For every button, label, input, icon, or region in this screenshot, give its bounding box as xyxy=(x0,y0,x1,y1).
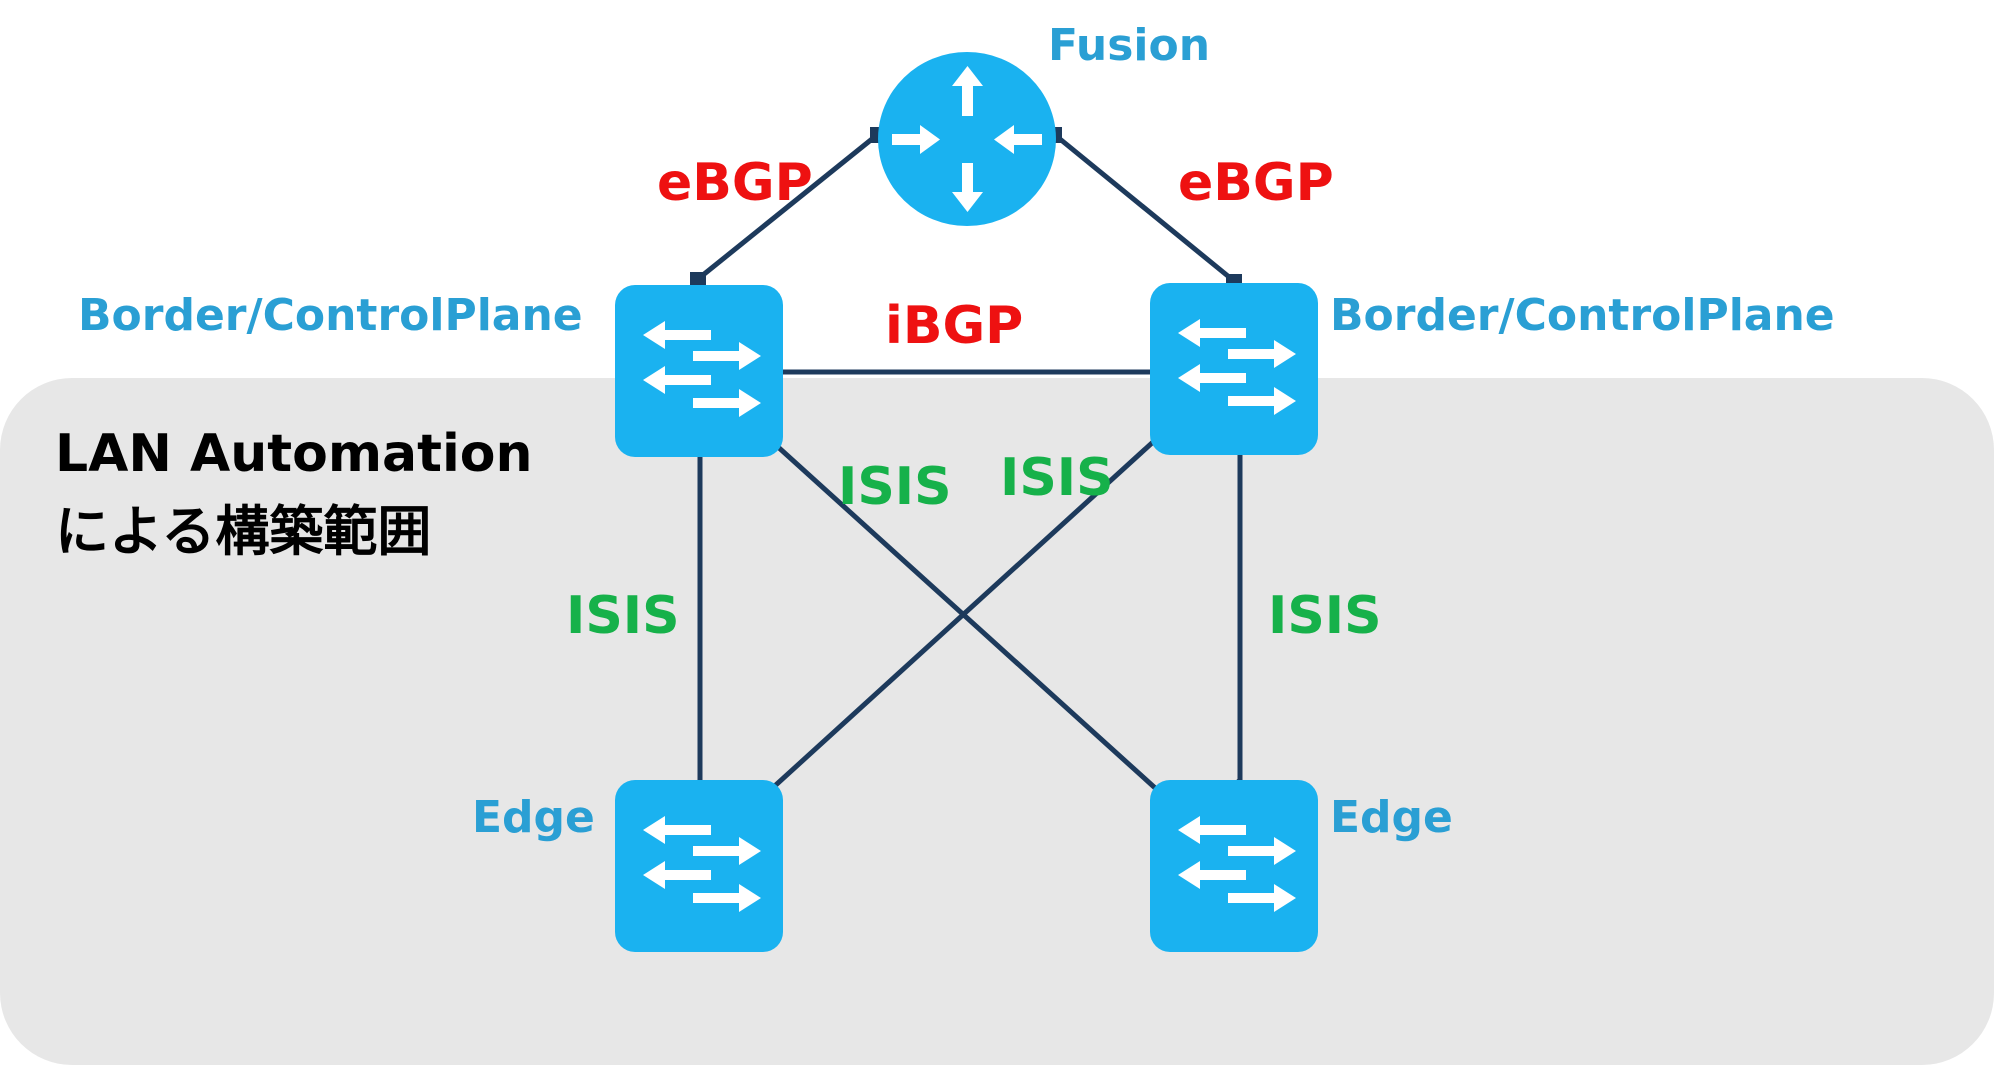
border-right-switch[interactable] xyxy=(1150,283,1318,455)
link-isis-cross-a xyxy=(765,435,1166,798)
layer3-switch-icon xyxy=(643,321,761,417)
ibgp-label: iBGP xyxy=(885,296,1024,356)
ebgp-left-label: eBGP xyxy=(657,153,813,213)
edge-left-label: Edge xyxy=(472,792,595,843)
link-isis-cross-b xyxy=(765,430,1166,795)
ebgp-right-label: eBGP xyxy=(1178,153,1334,213)
edge-right-label: Edge xyxy=(1330,792,1453,843)
border-right-label: Border/ControlPlane xyxy=(1330,290,1835,341)
link-ebgp-right xyxy=(1053,133,1236,283)
scope-title-line2: による構築範囲 xyxy=(55,500,432,563)
isis-cross-right-label: ISIS xyxy=(1000,448,1114,508)
edge-right-switch[interactable] xyxy=(1150,780,1318,952)
fusion-router[interactable] xyxy=(878,52,1056,226)
lan-automation-scope-area xyxy=(0,378,1994,1065)
edge-left-switch[interactable] xyxy=(615,780,783,952)
scope-title-line1: LAN Automation xyxy=(55,424,533,484)
link-ebgp-left xyxy=(696,133,879,281)
fusion-label: Fusion xyxy=(1048,20,1211,71)
layer3-switch-icon xyxy=(643,816,761,912)
isis-right-vertical-label: ISIS xyxy=(1268,586,1382,646)
layer3-switch-icon xyxy=(1178,816,1296,912)
isis-left-vertical-label: ISIS xyxy=(566,586,680,646)
isis-cross-left-label: ISIS xyxy=(838,457,952,517)
border-left-label: Border/ControlPlane xyxy=(78,290,583,341)
border-left-switch[interactable] xyxy=(615,285,783,457)
layer3-switch-icon xyxy=(1178,319,1296,415)
router-icon xyxy=(892,66,1042,212)
port-square xyxy=(690,272,706,288)
